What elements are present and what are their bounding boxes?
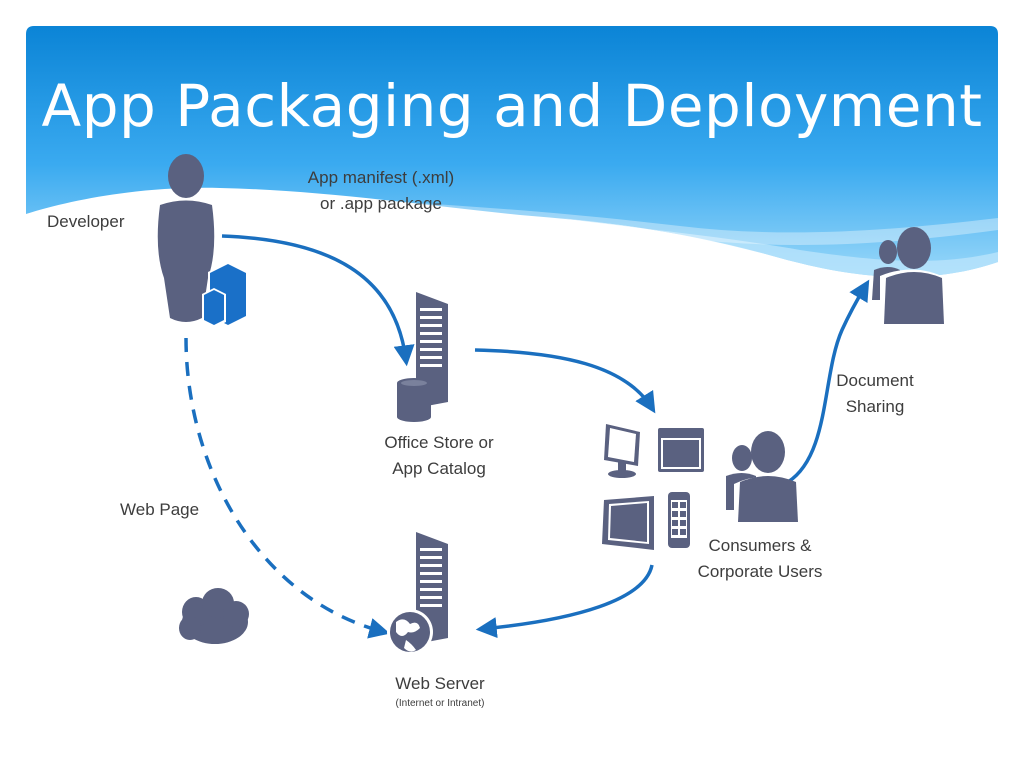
- developer-icon: [157, 154, 215, 322]
- arrow-devices-to-webserver: [475, 564, 654, 639]
- store-label-line2: App Catalog: [392, 459, 486, 478]
- manifest-label: App manifest (.xml) or .app package: [281, 165, 481, 217]
- arrow-developer-to-store: [221, 234, 415, 367]
- manifest-label-line2: or .app package: [320, 194, 442, 213]
- store-label: Office Store or App Catalog: [337, 430, 541, 482]
- consumers-label-line2: Corporate Users: [697, 562, 823, 581]
- phone-icon: [668, 492, 690, 548]
- consumers-label-line1: Consumers &: [708, 536, 812, 555]
- tablet-icon: [602, 496, 654, 550]
- doc-sharing-label-line1: Document: [836, 371, 914, 390]
- document-sharing-users-icon: [872, 227, 948, 324]
- developer-label: Developer: [47, 212, 125, 231]
- doc-sharing-label-line2: Sharing: [845, 397, 905, 416]
- web-server-label: Web Server: [395, 674, 485, 693]
- slide-title: App Packaging and Deployment: [41, 72, 983, 140]
- globe-icon: [387, 609, 433, 655]
- monitor-icon: [604, 424, 640, 478]
- doc-sharing-label: Document Sharing: [815, 368, 935, 420]
- users-icon: [726, 431, 800, 522]
- dashed-arrow-web-page: [184, 337, 391, 639]
- arrow-store-to-devices: [474, 348, 656, 414]
- arrow-users-to-sharing: [787, 279, 870, 484]
- web-server-sublabel: (Internet or Intranet): [395, 698, 485, 709]
- package-cube-icon: [202, 262, 248, 328]
- manifest-label-line1: App manifest (.xml): [307, 168, 455, 187]
- web-page-label: Web Page: [120, 500, 200, 519]
- database-icon: [397, 378, 431, 422]
- store-label-line1: Office Store or: [384, 433, 494, 452]
- browser-window-icon: [658, 428, 704, 472]
- consumers-label: Consumers & Corporate Users: [680, 533, 840, 585]
- cloud-icon: [179, 588, 249, 644]
